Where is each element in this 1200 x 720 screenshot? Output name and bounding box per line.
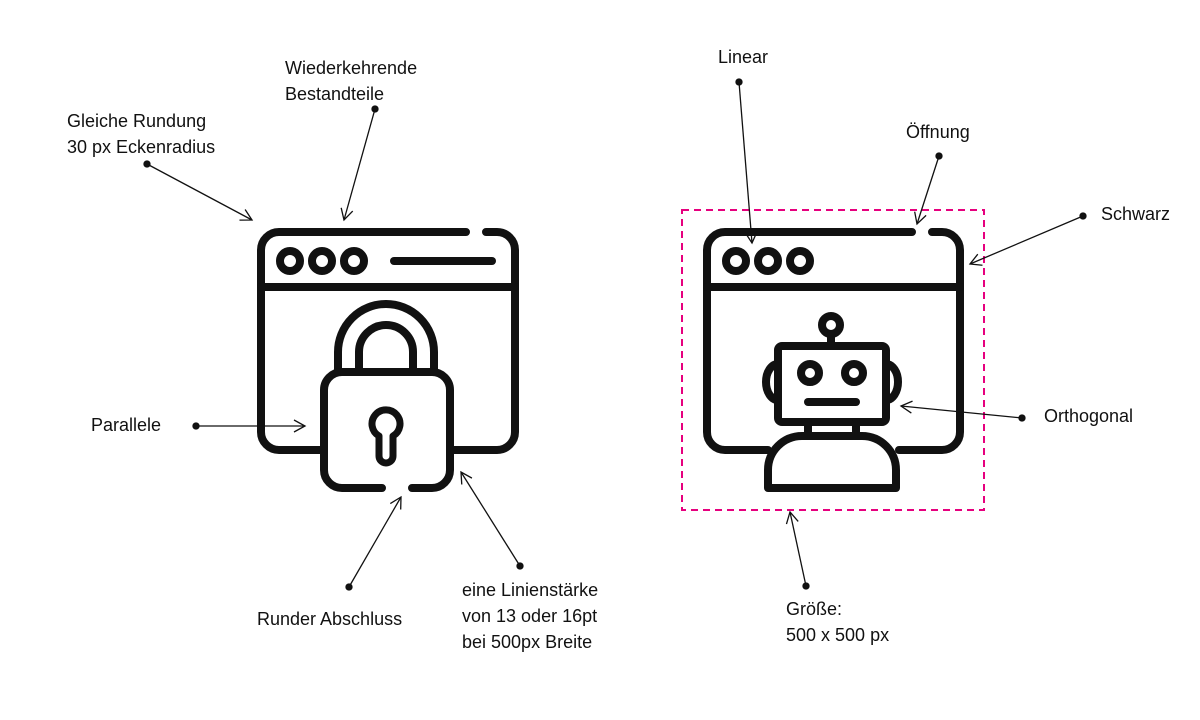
arrow-orthogonal <box>899 400 1023 419</box>
arrow-dot <box>143 160 151 168</box>
label-wiederkehrende-bestandteile: Wiederkehrende Bestandteile <box>285 58 418 104</box>
lock-shackle-outer <box>334 300 438 376</box>
arrow-dot <box>371 105 379 113</box>
robot-ear-right <box>882 360 902 404</box>
label-parallele: Parallele <box>91 415 162 435</box>
label-gleiche-rundung: Gleiche Rundung 30 px Eckenradius <box>67 111 216 157</box>
robot-ear-left <box>762 360 782 404</box>
arrow-wiederkehrende <box>340 108 376 222</box>
window-dot-icon <box>786 247 814 275</box>
arrow-dot <box>1079 212 1087 220</box>
arrow-linear <box>738 81 758 245</box>
label-orthogonal: Orthogonal <box>1044 406 1134 426</box>
arrow-schwarz <box>968 215 1084 266</box>
annotation-arrows-left <box>143 105 524 591</box>
robot-body <box>764 432 900 492</box>
window-dot-icon <box>276 247 304 275</box>
browser-window-outline-right <box>895 228 964 454</box>
arrow-dot <box>735 78 743 86</box>
robot-eye-left <box>797 360 823 386</box>
lock-body <box>320 368 454 492</box>
robot-eye-right <box>841 360 867 386</box>
annotation-arrows-right <box>735 78 1087 590</box>
arrow-dot <box>516 562 524 570</box>
robot-head <box>774 342 890 426</box>
arrow-dot <box>1018 414 1026 422</box>
label-oeffnung: Öffnung <box>906 122 970 142</box>
arrow-dot <box>192 422 200 430</box>
label-schwarz: Schwarz <box>1101 204 1171 224</box>
arrow-dot <box>935 152 943 160</box>
window-dot-icon <box>754 247 782 275</box>
label-linienstaerke: eine Linienstärke von 13 oder 16pt bei 5… <box>462 580 599 652</box>
browser-window-outline <box>257 228 470 454</box>
lock-shackle <box>355 321 417 376</box>
browser-robot-icon <box>703 228 964 492</box>
arrow-dot <box>345 583 353 591</box>
arrow-gleiche-rundung <box>146 163 254 221</box>
window-dot-icon <box>722 247 750 275</box>
browser-window-outline-right <box>448 228 519 454</box>
browser-window-outline <box>703 228 916 454</box>
window-dot-icon <box>340 247 368 275</box>
label-runder-abschluss: Runder Abschluss <box>257 609 403 629</box>
size-frame <box>681 209 985 511</box>
label-linear: Linear <box>718 47 769 67</box>
arrow-linienstaerke <box>460 470 521 567</box>
window-dot-icon <box>308 247 336 275</box>
label-groesse: Größe: 500 x 500 px <box>786 599 890 645</box>
arrow-groesse <box>785 510 807 587</box>
arrow-runder-abschluss <box>348 495 402 588</box>
arrow-oeffnung <box>914 155 940 226</box>
keyhole-icon <box>368 406 404 467</box>
arrow-dot <box>802 582 810 590</box>
browser-lock-icon <box>257 228 519 492</box>
